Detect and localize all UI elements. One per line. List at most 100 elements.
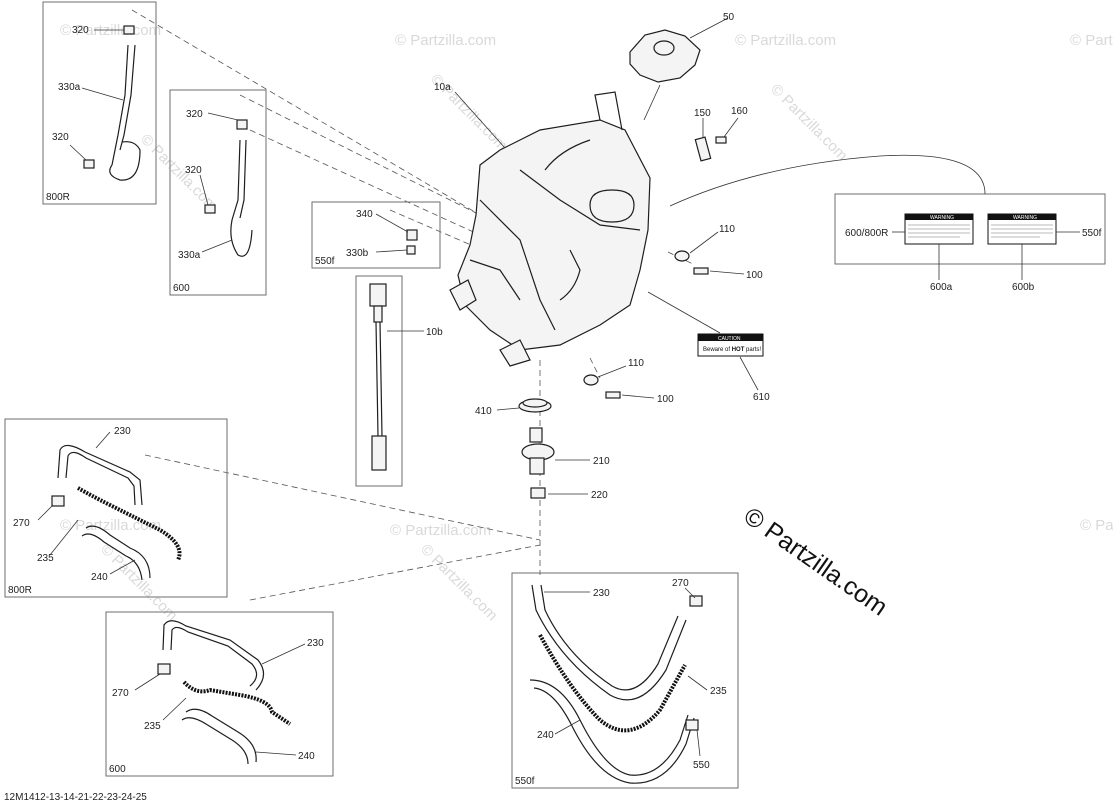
fuel-hose-240 — [533, 687, 695, 784]
bracket-150 — [694, 136, 712, 162]
fuel-hose-230 — [65, 451, 136, 506]
panel-550f-hoses: 550f 230 270 235 240 550 — [511, 572, 739, 789]
fuel-tank-10a — [457, 119, 651, 351]
leader-line — [95, 431, 111, 449]
panel-frame — [169, 89, 267, 296]
panel-800r-hoses: 800R 230 270 235 240 — [4, 418, 228, 598]
hot-decal-group: CAUTION Beware of HOT parts! 610 — [647, 291, 770, 403]
leader-line — [689, 17, 729, 39]
callout-320: 320 — [52, 132, 69, 143]
panel-model-label: 800R — [8, 585, 32, 596]
leader-line — [375, 213, 409, 233]
callout-240: 240 — [298, 751, 315, 762]
callout-110: 110 — [719, 224, 735, 235]
sender-float — [371, 435, 387, 471]
callout-600-800r: 600/800R — [845, 228, 888, 239]
clamp-320 — [83, 159, 95, 169]
washer-110 — [583, 374, 599, 386]
decal-text-lines — [908, 224, 1053, 238]
fuel-hose-240 — [529, 679, 689, 776]
leader-line — [597, 365, 627, 378]
spring-hose-235 — [538, 634, 687, 733]
callout-330a: 330a — [178, 250, 201, 261]
tank-filler-neck — [589, 189, 635, 223]
callout-235: 235 — [144, 721, 161, 732]
decal-600a-header — [905, 214, 973, 220]
leader-line — [162, 697, 187, 721]
tank-detail-line — [559, 249, 581, 301]
leader-line — [207, 112, 239, 121]
decal-title: WARNING — [930, 215, 954, 221]
callout-110: 110 — [628, 358, 644, 369]
upper-fastener-group: 110 100 — [674, 224, 763, 281]
callout-100: 100 — [657, 394, 674, 405]
valve-210-stem — [529, 457, 545, 475]
bracket-group: 150 160 — [694, 106, 748, 162]
brand-watermark: © Partzilla.com — [739, 502, 893, 622]
fuel-hose-240 — [185, 708, 257, 763]
callout-550f: 550f — [1082, 228, 1102, 239]
panel-model-label: 600 — [173, 283, 190, 294]
panel-model-label: 550f — [515, 776, 535, 787]
tank-mount-tab — [499, 339, 531, 367]
callout-270: 270 — [112, 688, 129, 699]
callout-235: 235 — [710, 686, 727, 697]
leader-line — [723, 117, 739, 138]
panel-model-label: 800R — [46, 192, 70, 203]
watermark-text: © Partzilla.com — [735, 32, 836, 49]
leader-line — [696, 729, 701, 757]
watermark-text: © Partzilla.com — [1080, 517, 1113, 534]
bolt-160 — [715, 136, 727, 144]
dashed-line — [249, 129, 481, 236]
decal-title: CAUTION — [718, 336, 741, 342]
spring-hose-235 — [76, 486, 182, 561]
panel-600-hoses: 600 230 270 235 240 — [105, 611, 334, 777]
clamp-320 — [123, 25, 135, 35]
dashed-line — [239, 94, 481, 216]
leader-line — [109, 559, 136, 575]
panel-600-breather: 600 320 320 330a — [169, 89, 267, 296]
tank-detail-line — [594, 91, 623, 131]
leader-line — [37, 504, 54, 521]
fuel-cap-50 — [629, 29, 701, 83]
tank-detail-line — [469, 259, 521, 301]
dashed-reference-lines — [131, 9, 696, 601]
watermark-text: © Partzilla.com — [390, 522, 491, 539]
panel-model-label: 600 — [109, 764, 126, 775]
callout-10b: 10b — [426, 327, 443, 338]
leader-line — [643, 84, 661, 121]
watermark-text: © Partzilla.com — [1070, 32, 1113, 49]
leader-line — [261, 643, 306, 665]
callout-150: 150 — [694, 108, 711, 119]
callout-240: 240 — [537, 730, 554, 741]
callout-270: 270 — [13, 518, 30, 529]
callout-220: 220 — [591, 490, 608, 501]
ring-410-inner — [522, 398, 548, 408]
decal-text: Beware of HOT parts! — [703, 347, 761, 353]
sender-wire — [379, 321, 383, 437]
watermark-text: © Partzilla.com — [767, 81, 850, 164]
fuel-hose-230 — [170, 626, 258, 687]
panel-frame — [355, 275, 403, 487]
dashed-line — [389, 209, 479, 249]
callout-340: 340 — [356, 209, 373, 220]
tank-detail-line — [544, 139, 591, 171]
decal-leader — [669, 154, 986, 207]
leader-line — [739, 356, 759, 391]
breather-hose-330a — [111, 44, 129, 166]
decal-text-hot: HOT — [732, 347, 745, 353]
callout-550: 550 — [693, 760, 710, 771]
outlet-parts-group: 410 210 220 — [475, 398, 610, 501]
fuel-hose-230 — [57, 444, 143, 506]
callout-235: 235 — [37, 553, 54, 564]
tank-detail-line — [479, 199, 556, 331]
dashed-line — [249, 544, 541, 601]
callout-230: 230 — [593, 588, 610, 599]
callout-320: 320 — [186, 109, 203, 120]
leader-line — [621, 394, 655, 399]
callout-160: 160 — [731, 106, 748, 117]
panel-frame — [105, 611, 334, 777]
watermark-text: © Partzilla.com — [60, 22, 161, 39]
leader-line — [69, 144, 87, 161]
